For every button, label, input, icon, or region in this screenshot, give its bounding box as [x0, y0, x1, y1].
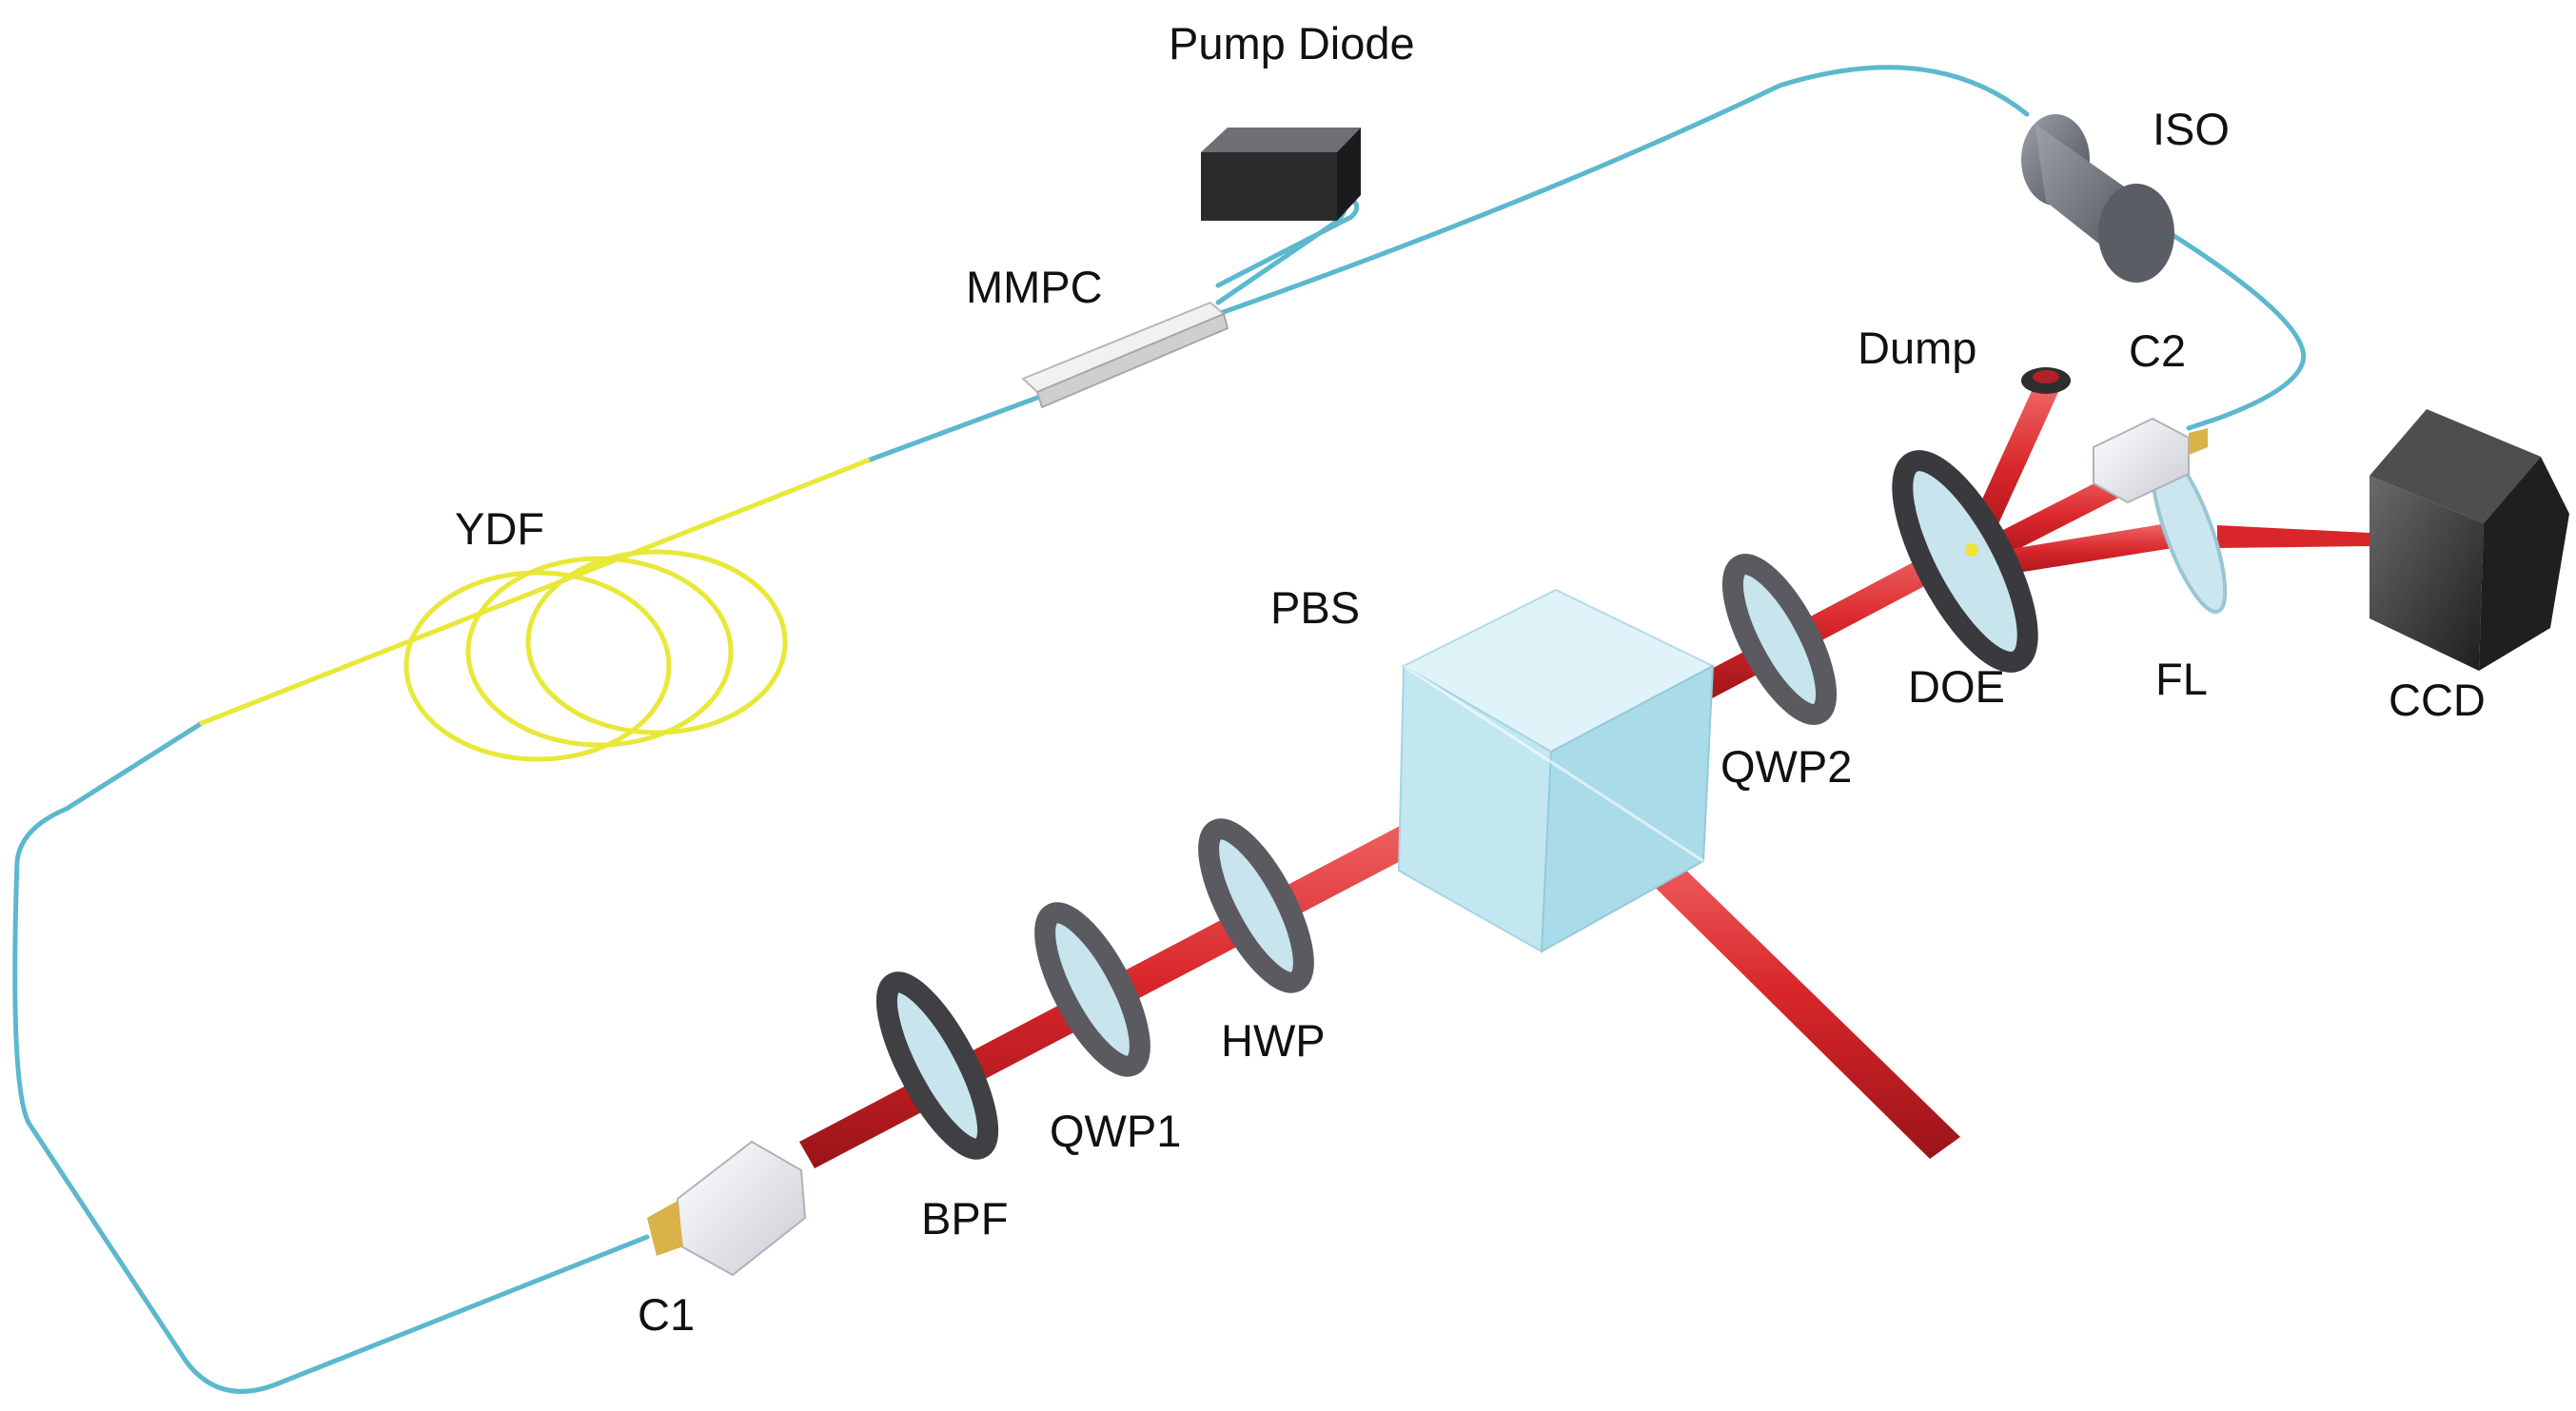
- qwp1-waveplate: [1034, 902, 1150, 1077]
- ydf-fiber: [199, 458, 871, 762]
- label-mmpc: MMPC: [966, 262, 1103, 312]
- label-bpf: BPF: [921, 1193, 1008, 1244]
- c2-collimator: [2093, 417, 2208, 504]
- mmpc-coupler: [1021, 301, 1229, 409]
- c1-collimator: [647, 1140, 807, 1277]
- label-c1: C1: [638, 1289, 695, 1340]
- doe-element: [1892, 450, 2038, 673]
- label-ccd: CCD: [2389, 675, 2486, 725]
- label-fl: FL: [2155, 654, 2208, 704]
- hwp-waveplate: [1198, 818, 1314, 993]
- ccd-camera: [2370, 409, 2569, 671]
- label-c2: C2: [2129, 325, 2186, 376]
- fiber-loop: [12, 65, 2307, 1394]
- label-iso: ISO: [2153, 104, 2230, 154]
- pbs-cube: [1397, 588, 1716, 953]
- label-qwp2: QWP2: [1721, 741, 1852, 792]
- bpf-filter: [875, 971, 999, 1160]
- beam-dump: [2021, 367, 2071, 394]
- label-pbs: PBS: [1270, 582, 1360, 633]
- labels: Pump Diode ISO MMPC Dump C2 YDF PBS DOE …: [455, 18, 2486, 1340]
- label-pump-diode: Pump Diode: [1169, 18, 1415, 69]
- isolator: [2021, 114, 2174, 283]
- pump-diode: [1201, 127, 1361, 221]
- qwp2-waveplate: [1721, 554, 1838, 725]
- label-doe: DOE: [1908, 661, 2005, 712]
- label-hwp: HWP: [1221, 1015, 1326, 1066]
- label-qwp1: QWP1: [1050, 1106, 1181, 1156]
- label-ydf: YDF: [455, 503, 544, 554]
- label-dump: Dump: [1858, 323, 1976, 373]
